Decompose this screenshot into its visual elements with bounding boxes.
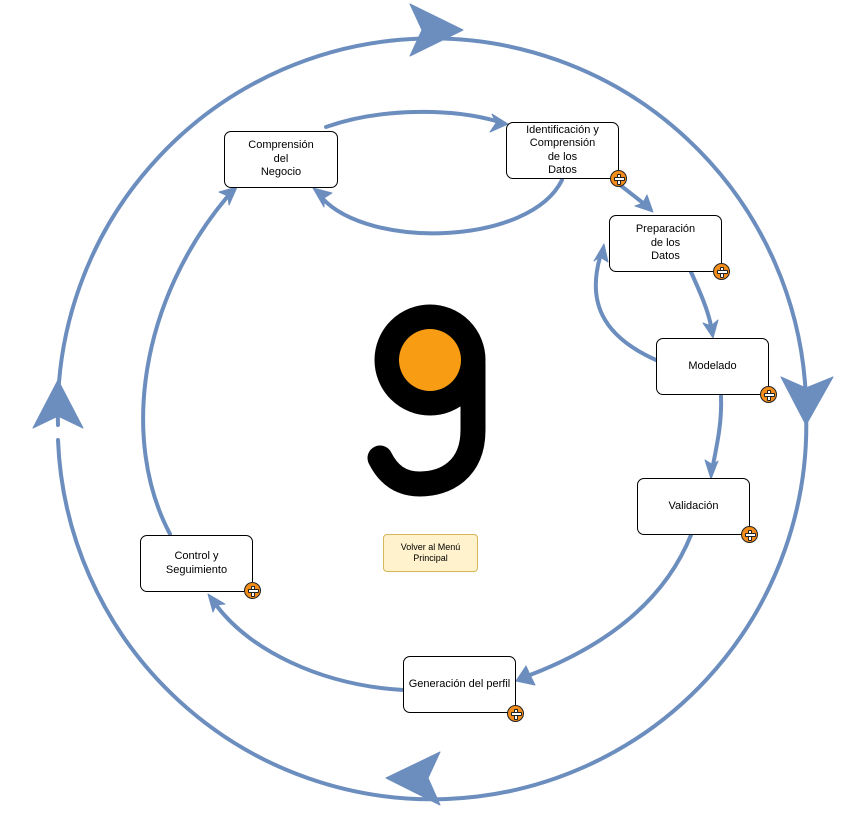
connector-control-to-business (141, 194, 230, 536)
node-profile-generation[interactable]: Generación del perfil (403, 656, 516, 713)
plus-circle-icon[interactable] (507, 705, 524, 722)
arrowhead-into-validation (704, 459, 719, 480)
arrowhead-into-control (207, 593, 226, 613)
connector-business-to-data (324, 109, 498, 129)
arrowhead-into-business (312, 187, 333, 208)
connector-data-to-business (320, 178, 564, 236)
node-label: Identificación y Comprensión de los Dato… (526, 123, 599, 177)
outer-cycle-arc-bottom (56, 408, 809, 802)
node-label: Preparación de los Datos (635, 223, 696, 263)
plus-circle-icon[interactable] (244, 582, 261, 599)
connector-prep-to-model (689, 270, 713, 328)
plus-circle-icon[interactable] (741, 526, 758, 543)
node-control-monitoring[interactable]: Control y Seguimiento (140, 535, 253, 592)
node-data-understanding[interactable]: Identificación y Comprensión de los Dato… (506, 122, 619, 179)
outer-arrowhead-right (780, 376, 834, 426)
node-label: Comprensión del Negocio (248, 139, 314, 179)
plus-circle-icon[interactable] (760, 386, 777, 403)
g-logo-icon (367, 304, 486, 497)
plus-circle-icon[interactable] (610, 170, 627, 187)
back-button-label: Volver al Menú Principal (400, 542, 461, 563)
arrowhead-into-data (489, 113, 509, 133)
node-business-understanding[interactable]: Comprensión del Negocio (224, 131, 338, 188)
outer-arrowhead-top (409, 3, 464, 57)
node-validation[interactable]: Validación (637, 478, 750, 535)
arrowhead-into-business-left (218, 186, 238, 206)
node-label: Control y Seguimiento (165, 550, 228, 576)
node-label: Modelado (688, 359, 737, 372)
arrowhead-into-prep-back (593, 243, 609, 263)
outer-arrowhead-left (32, 379, 84, 429)
connector-model-to-validation (711, 394, 724, 467)
outer-arrowhead-bottom (385, 751, 441, 806)
node-label: Generación del perfil (408, 677, 511, 690)
node-data-preparation[interactable]: Preparación de los Datos (609, 215, 722, 272)
back-to-main-menu-button[interactable]: Volver al Menú Principal (383, 534, 478, 572)
plus-circle-icon[interactable] (713, 263, 730, 280)
arrowhead-into-profile (515, 665, 536, 686)
connector-model-to-prep (593, 255, 658, 362)
node-label: Validación (668, 499, 719, 512)
node-modeling[interactable]: Modelado (656, 338, 769, 395)
arrowhead-into-prep (634, 194, 654, 213)
connector-profile-to-control (214, 603, 405, 692)
connector-validation-to-profile (528, 533, 693, 677)
arrowhead-into-model (702, 319, 719, 339)
